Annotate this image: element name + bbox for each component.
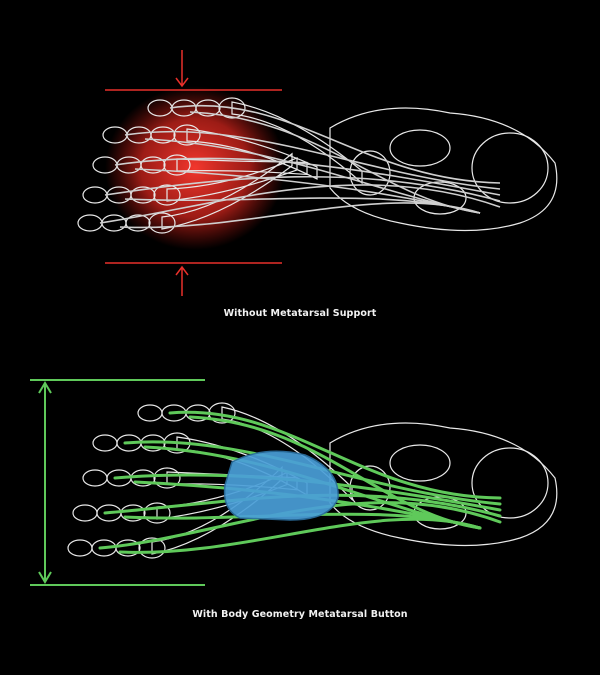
metatarsal-bone: [176, 158, 308, 176]
tendon: [118, 517, 482, 554]
phalanx-bone: [115, 539, 141, 557]
metatarsal-head: [148, 212, 176, 234]
tendon: [119, 202, 481, 229]
phalanx-bone: [101, 214, 127, 232]
tarsal-bones: [329, 107, 558, 232]
heel-bone: [471, 447, 549, 519]
tendon: [169, 104, 501, 184]
arrow-up-icon: [175, 265, 189, 296]
metatarsal-head: [153, 184, 181, 206]
tendon: [168, 410, 502, 500]
foot-without-support: [77, 50, 558, 296]
cuneiform-bone: [349, 150, 391, 196]
phalanx-bone: [137, 404, 163, 422]
phalanx-bone: [82, 186, 108, 204]
phalanx-bone: [195, 99, 221, 117]
metatarsal-head: [173, 124, 201, 146]
metatarsal-head: [143, 502, 171, 524]
metatarsal-head: [163, 154, 191, 176]
talus-bone: [389, 129, 451, 167]
cuboid-bone: [413, 181, 467, 215]
metatarsal-bone: [186, 128, 318, 180]
tendon: [104, 175, 501, 202]
caption-without-support: Without Metatarsal Support: [223, 308, 377, 319]
metatarsal-head: [218, 97, 246, 119]
foot-with-button: [30, 379, 558, 586]
pressure-highlight: [105, 86, 285, 250]
phalanx-bone: [92, 434, 118, 452]
talus-bone: [389, 444, 451, 482]
phalanx-bone: [77, 214, 103, 232]
phalanx-bone: [82, 469, 108, 487]
phalanx-bone: [125, 214, 151, 232]
phalanx-bone: [150, 126, 176, 144]
width-arrow-icon: [38, 381, 52, 584]
metatarsal-head: [138, 537, 166, 559]
phalanx-bone: [72, 504, 98, 522]
cuneiform-bone: [349, 465, 391, 511]
caption-with-button: With Body Geometry Metatarsal Button: [192, 609, 408, 620]
metatarsal-bone: [166, 157, 298, 202]
phalanx-bone: [130, 186, 156, 204]
phalanx-bone: [140, 156, 166, 174]
metatarsal-bone: [231, 101, 363, 185]
tendon: [99, 184, 501, 224]
tendon: [124, 130, 501, 190]
heel-bone: [471, 132, 549, 204]
metatarsal-bone: [161, 152, 293, 230]
tendon: [114, 157, 501, 196]
metatarsal-button: [223, 450, 339, 521]
metatarsal-head: [153, 467, 181, 489]
tarsal-bones: [329, 422, 558, 547]
phalanx-bone: [67, 539, 93, 557]
arrow-down-icon: [175, 50, 189, 88]
